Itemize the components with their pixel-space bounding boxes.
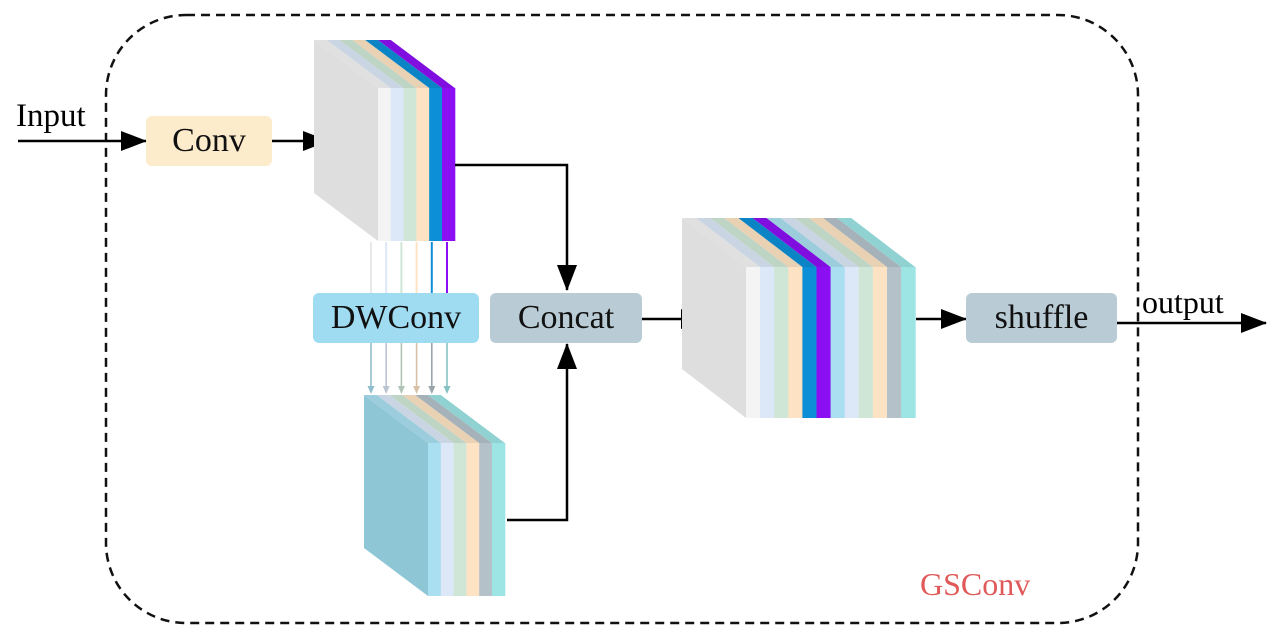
feature-slice-top <box>415 395 492 443</box>
feature-slice <box>788 267 803 418</box>
channel-arrowhead <box>367 386 375 394</box>
feature-slice <box>746 267 761 418</box>
module-border <box>104 13 1140 625</box>
dwconv-feature-to-concat-arrow <box>507 343 577 522</box>
feature-slice <box>901 267 916 418</box>
feature-slice <box>442 88 456 241</box>
feature-slice <box>802 267 817 418</box>
feature-map-concat <box>682 218 916 418</box>
feature-slice-top <box>376 395 454 443</box>
feature-slice-top <box>766 218 845 267</box>
input-label: Input <box>16 98 86 134</box>
feature-slice-top <box>339 40 417 88</box>
feature-slice <box>466 443 480 596</box>
feature-slice <box>774 267 789 418</box>
feature-slice-top <box>402 395 480 443</box>
feature-slice <box>844 267 860 418</box>
feature-slice-top <box>389 395 467 443</box>
feature-slice <box>858 267 874 418</box>
feature-slice-top <box>365 40 442 88</box>
feature-slice <box>390 88 405 241</box>
feature-slice <box>760 267 775 418</box>
channel-arrowhead <box>413 386 421 394</box>
feature-slice-top <box>314 40 391 88</box>
shuffle-box: shuffle <box>966 293 1117 343</box>
dwconv-box: DWConv <box>313 293 479 343</box>
feature-slice-top <box>808 218 887 267</box>
feature-slice-top <box>378 40 455 88</box>
feature-slice <box>872 267 888 418</box>
feature-slice-top <box>428 395 505 443</box>
channel-arrowhead <box>397 386 405 394</box>
feature-map-dwconv <box>364 395 506 596</box>
feature-slice-top <box>710 218 789 267</box>
feature-slice <box>429 88 443 241</box>
feature-slice-top <box>724 218 803 267</box>
feature-side-face <box>364 395 428 596</box>
feature-slice-top <box>682 218 761 267</box>
conv-box: Conv <box>146 116 272 166</box>
concat-box: Concat <box>490 293 642 343</box>
feature-slice <box>428 443 442 596</box>
output-label: output <box>1142 284 1224 320</box>
feature-to-concat-arrow <box>455 163 577 291</box>
feature-slice <box>403 88 417 241</box>
feature-slice <box>440 443 455 596</box>
module-label: GSConv <box>920 566 1031 602</box>
feature-slice <box>378 88 392 241</box>
feature-slice <box>453 443 467 596</box>
feature-slice-top <box>837 218 916 267</box>
feature-slice-top <box>696 218 775 267</box>
feature-slice-top <box>352 40 430 88</box>
feature-slice-top <box>364 395 441 443</box>
feature-slice-top <box>794 218 873 267</box>
channel-arrowhead <box>428 386 436 394</box>
channel-arrowhead <box>443 386 451 394</box>
feature-side-face <box>314 40 378 241</box>
feature-slice <box>830 267 846 418</box>
channel-arrowhead <box>382 386 390 394</box>
feature-slice-top <box>326 40 404 88</box>
feature-slice-top <box>738 218 817 267</box>
feature-slice <box>479 443 493 596</box>
feature-map-conv <box>314 40 456 241</box>
feature-slice-top <box>780 218 859 267</box>
feature-slice <box>816 267 832 418</box>
feature-slice-top <box>752 218 831 267</box>
channel-arrows <box>367 242 451 394</box>
feature-slice <box>887 267 902 418</box>
feature-slice <box>416 88 430 241</box>
feature-slice <box>492 443 506 596</box>
feature-slice-top <box>823 218 902 267</box>
feature-side-face <box>682 218 746 418</box>
